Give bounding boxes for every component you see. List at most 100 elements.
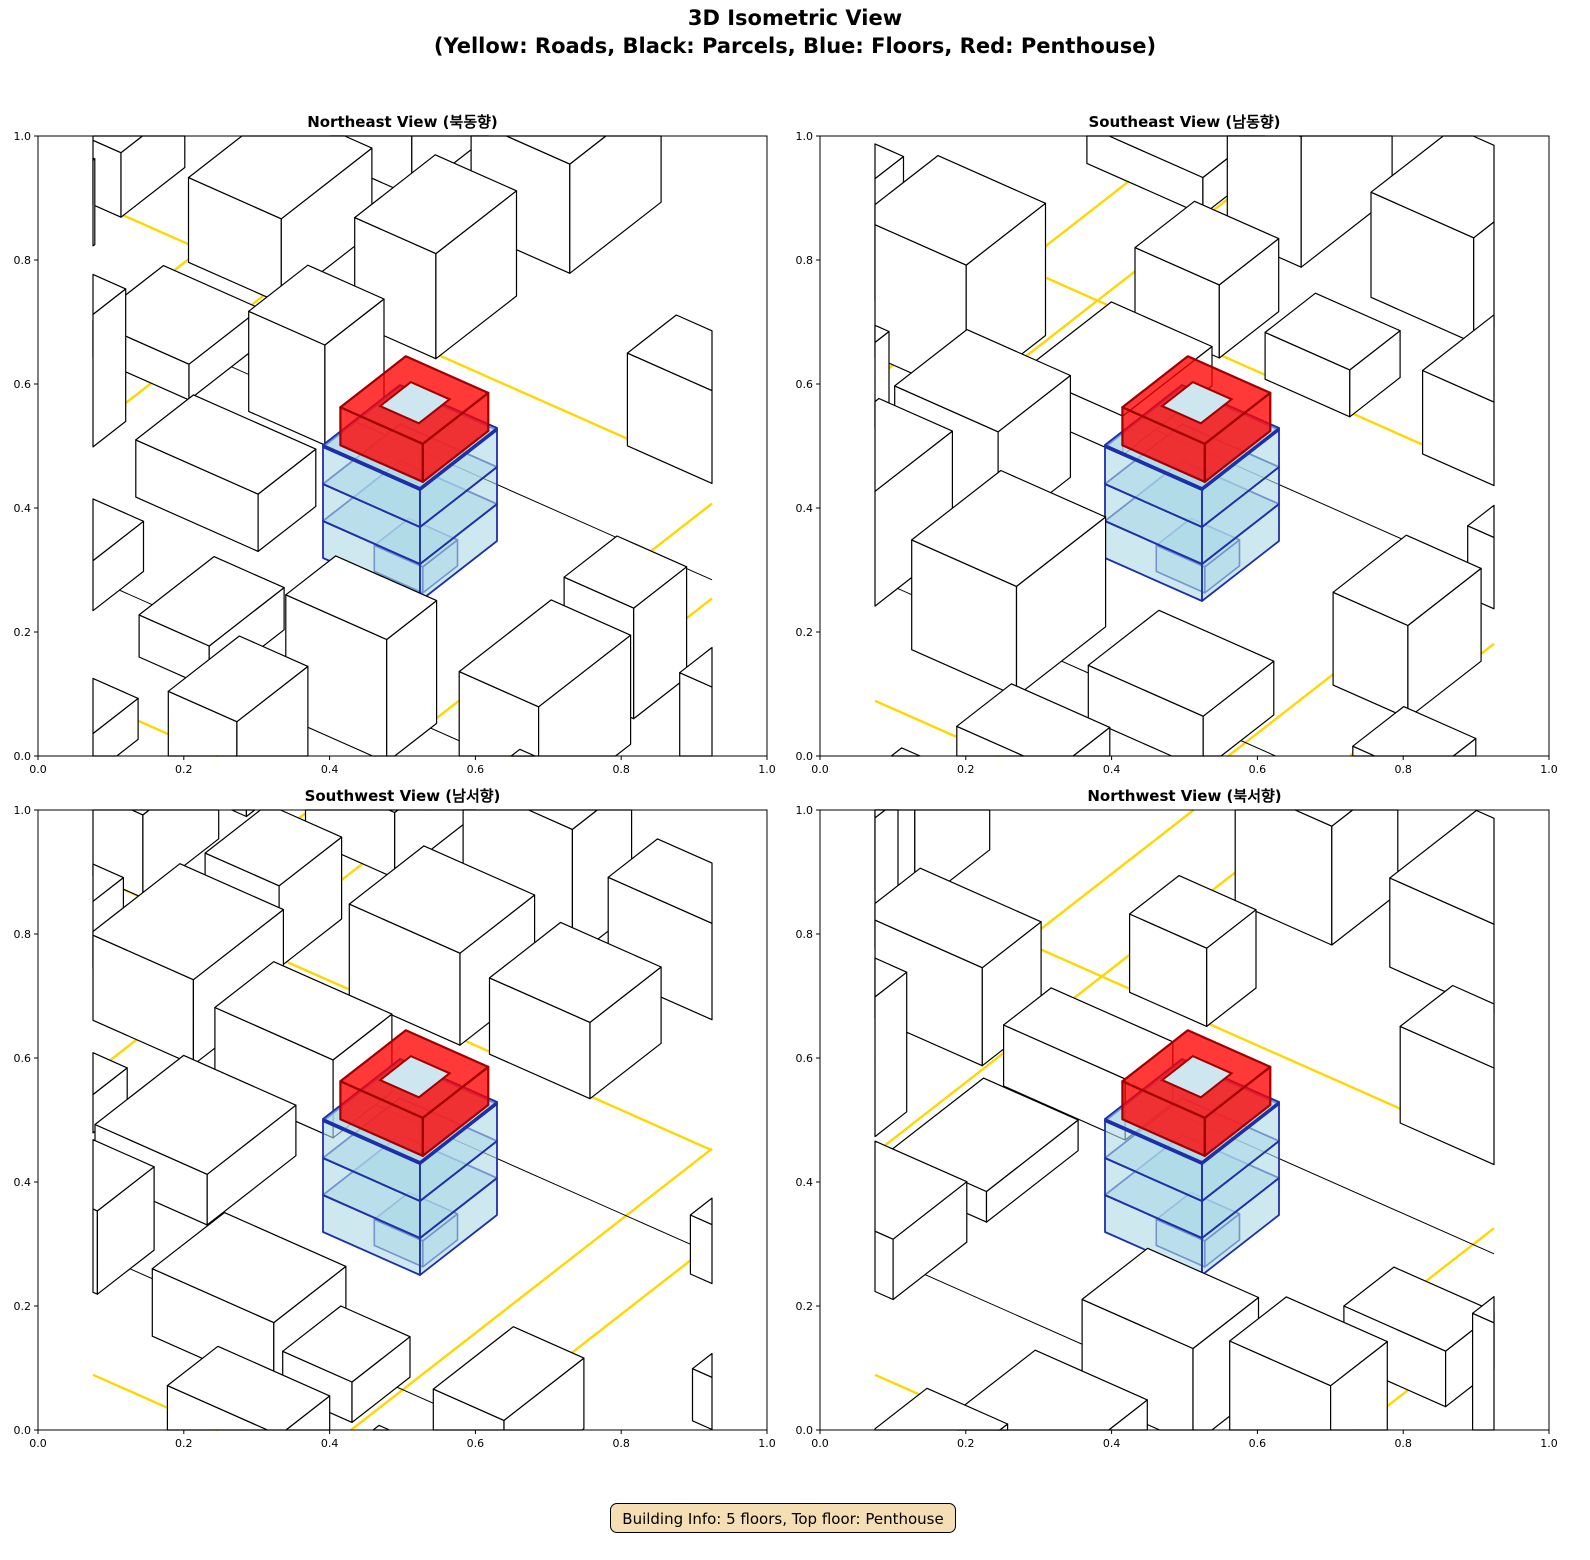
neighbor-building [231, 809, 256, 818]
target-building [322, 1029, 498, 1276]
neighbor-building [92, 135, 186, 218]
neighbor-building [92, 1139, 155, 1295]
axes-frame [819, 135, 1550, 757]
x-tick-label: 0.4 [1103, 763, 1121, 776]
x-tick-label: 1.0 [1540, 1437, 1558, 1450]
neighbor-building [92, 157, 96, 247]
x-tick-label: 0.2 [175, 1437, 193, 1450]
neighbor-building [689, 1197, 713, 1285]
x-tick-label: 0.6 [1249, 763, 1267, 776]
neighbor-building [1264, 292, 1401, 418]
neighbor-building [135, 394, 317, 552]
neighbor-building [1129, 874, 1257, 1027]
x-tick-label: 0.4 [321, 763, 339, 776]
y-tick-label: 0.6 [14, 1052, 32, 1065]
neighbor-building [372, 1424, 391, 1431]
y-tick-label: 0.4 [796, 502, 814, 515]
penthouse [1121, 1029, 1272, 1157]
y-tick-label: 0.2 [796, 626, 814, 639]
road-line [350, 1147, 713, 1431]
x-tick-label: 0.6 [1249, 1437, 1267, 1450]
neighbor-building [1234, 809, 1399, 946]
axes-frame [819, 809, 1550, 1431]
panel-title-southeast: Southeast View (남동향) [1088, 113, 1281, 131]
penthouse-courtyard [378, 380, 452, 425]
neighbor-building [1370, 135, 1495, 344]
x-tick-label: 0.8 [1394, 1437, 1412, 1450]
x-tick-label: 0.2 [957, 1437, 975, 1450]
neighbor-building [1389, 809, 1495, 1014]
y-tick-label: 0.8 [796, 928, 814, 941]
x-tick-label: 0.6 [467, 763, 485, 776]
y-tick-label: 0.0 [796, 750, 814, 763]
neighbor-building [488, 921, 662, 1100]
x-tick-label: 0.4 [1103, 1437, 1121, 1450]
neighbor-building [679, 646, 713, 757]
y-tick-label: 1.0 [14, 804, 32, 817]
axes-frame [37, 809, 768, 1431]
y-tick-label: 0.2 [14, 1300, 32, 1313]
x-tick-label: 0.6 [467, 1437, 485, 1450]
scene [874, 135, 1495, 758]
penthouse-courtyard [1160, 1054, 1234, 1099]
neighbor-building [874, 1140, 968, 1301]
x-tick-label: 0.2 [175, 763, 193, 776]
x-tick-label: 1.0 [758, 763, 776, 776]
figure-title: 3D Isometric View [687, 6, 903, 30]
x-tick-label: 0.2 [957, 763, 975, 776]
y-tick-label: 0.2 [796, 1300, 814, 1313]
neighbor-building [1399, 984, 1495, 1166]
neighbor-building [187, 135, 373, 304]
target-building [322, 355, 498, 602]
x-tick-label: 0.0 [811, 1437, 829, 1450]
neighbor-building [282, 1305, 411, 1424]
neighbor-building [167, 635, 309, 757]
building-info-box: Building Info: 5 floors, Top floor: Pent… [610, 1503, 956, 1533]
y-tick-label: 1.0 [796, 804, 814, 817]
y-tick-label: 0.0 [14, 1424, 32, 1437]
y-tick-label: 0.4 [14, 502, 32, 515]
neighbor-building [1421, 314, 1495, 487]
x-tick-label: 0.8 [1394, 763, 1412, 776]
penthouse [339, 355, 490, 483]
y-tick-label: 0.2 [14, 626, 32, 639]
neighbor-building [1352, 705, 1477, 757]
neighbor-building [432, 1326, 585, 1431]
y-tick-label: 0.6 [796, 1052, 814, 1065]
y-tick-label: 1.0 [14, 130, 32, 143]
neighbor-building [956, 683, 1111, 757]
neighbor-building [348, 845, 536, 1046]
y-tick-label: 0.6 [796, 378, 814, 391]
x-tick-label: 0.0 [29, 763, 47, 776]
panel-title-southwest: Southwest View (남서향) [304, 787, 501, 805]
neighbor-building [166, 1345, 331, 1431]
neighbor-building [92, 677, 139, 757]
scene [92, 135, 713, 758]
neighbor-building [1134, 200, 1280, 359]
panel-title-northwest: Northwest View (북서향) [1087, 787, 1282, 805]
y-tick-label: 1.0 [796, 130, 814, 143]
x-tick-label: 1.0 [1540, 763, 1558, 776]
y-tick-label: 0.0 [14, 750, 32, 763]
neighbor-building [1229, 1296, 1388, 1431]
y-tick-label: 0.8 [14, 254, 32, 267]
penthouse [1121, 355, 1272, 483]
x-tick-label: 0.8 [612, 1437, 630, 1450]
neighbor-building [1471, 1296, 1495, 1431]
penthouse-courtyard [1160, 380, 1234, 425]
axes-frame [37, 135, 768, 757]
neighbor-building [1087, 609, 1275, 757]
x-tick-label: 0.8 [612, 763, 630, 776]
target-building [1104, 355, 1280, 602]
y-tick-label: 0.8 [14, 928, 32, 941]
neighbor-building [458, 599, 632, 757]
neighbor-building [92, 498, 145, 612]
target-building [1104, 1029, 1280, 1276]
y-tick-label: 0.8 [796, 254, 814, 267]
y-tick-label: 0.0 [796, 1424, 814, 1437]
penthouse-courtyard [378, 1054, 452, 1099]
